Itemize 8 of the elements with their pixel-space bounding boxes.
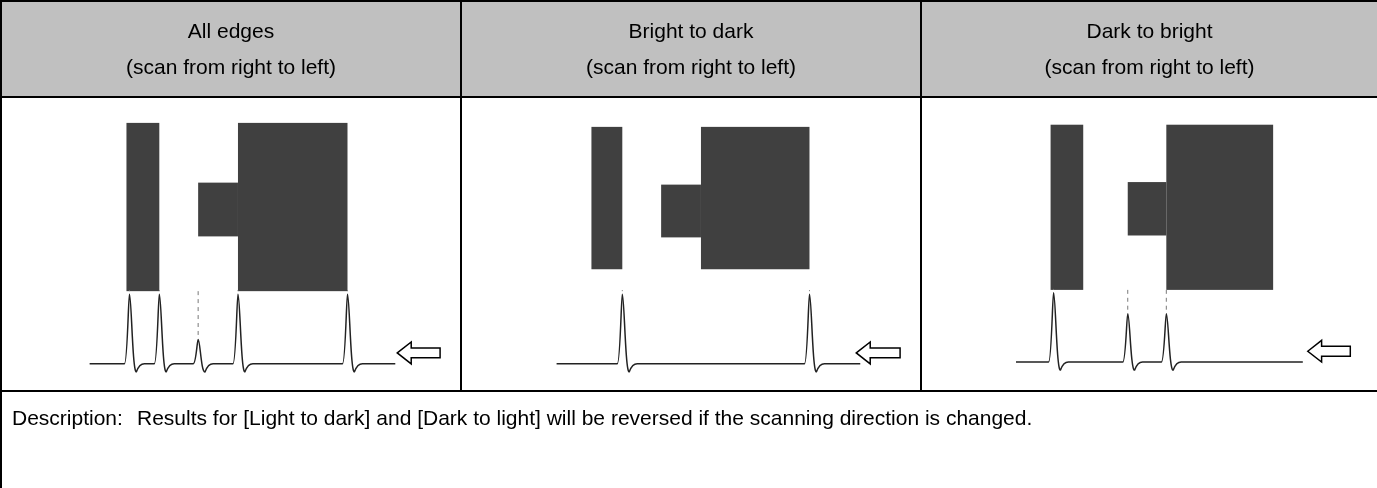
column-header: Bright to dark — [627, 18, 755, 44]
column-header: All edges — [186, 18, 276, 44]
column-subheader: (scan from right to left) — [1043, 54, 1256, 80]
column-subheader: (scan from right to left) — [124, 54, 338, 80]
description-label: Description: — [12, 405, 124, 431]
description-text: Results for [Light to dark] and [Dark to light] will be reversed if the scanning direction is changed. — [137, 405, 1034, 431]
column-header: Dark to bright — [1085, 18, 1214, 44]
column-subheader: (scan from right to left) — [584, 54, 798, 80]
